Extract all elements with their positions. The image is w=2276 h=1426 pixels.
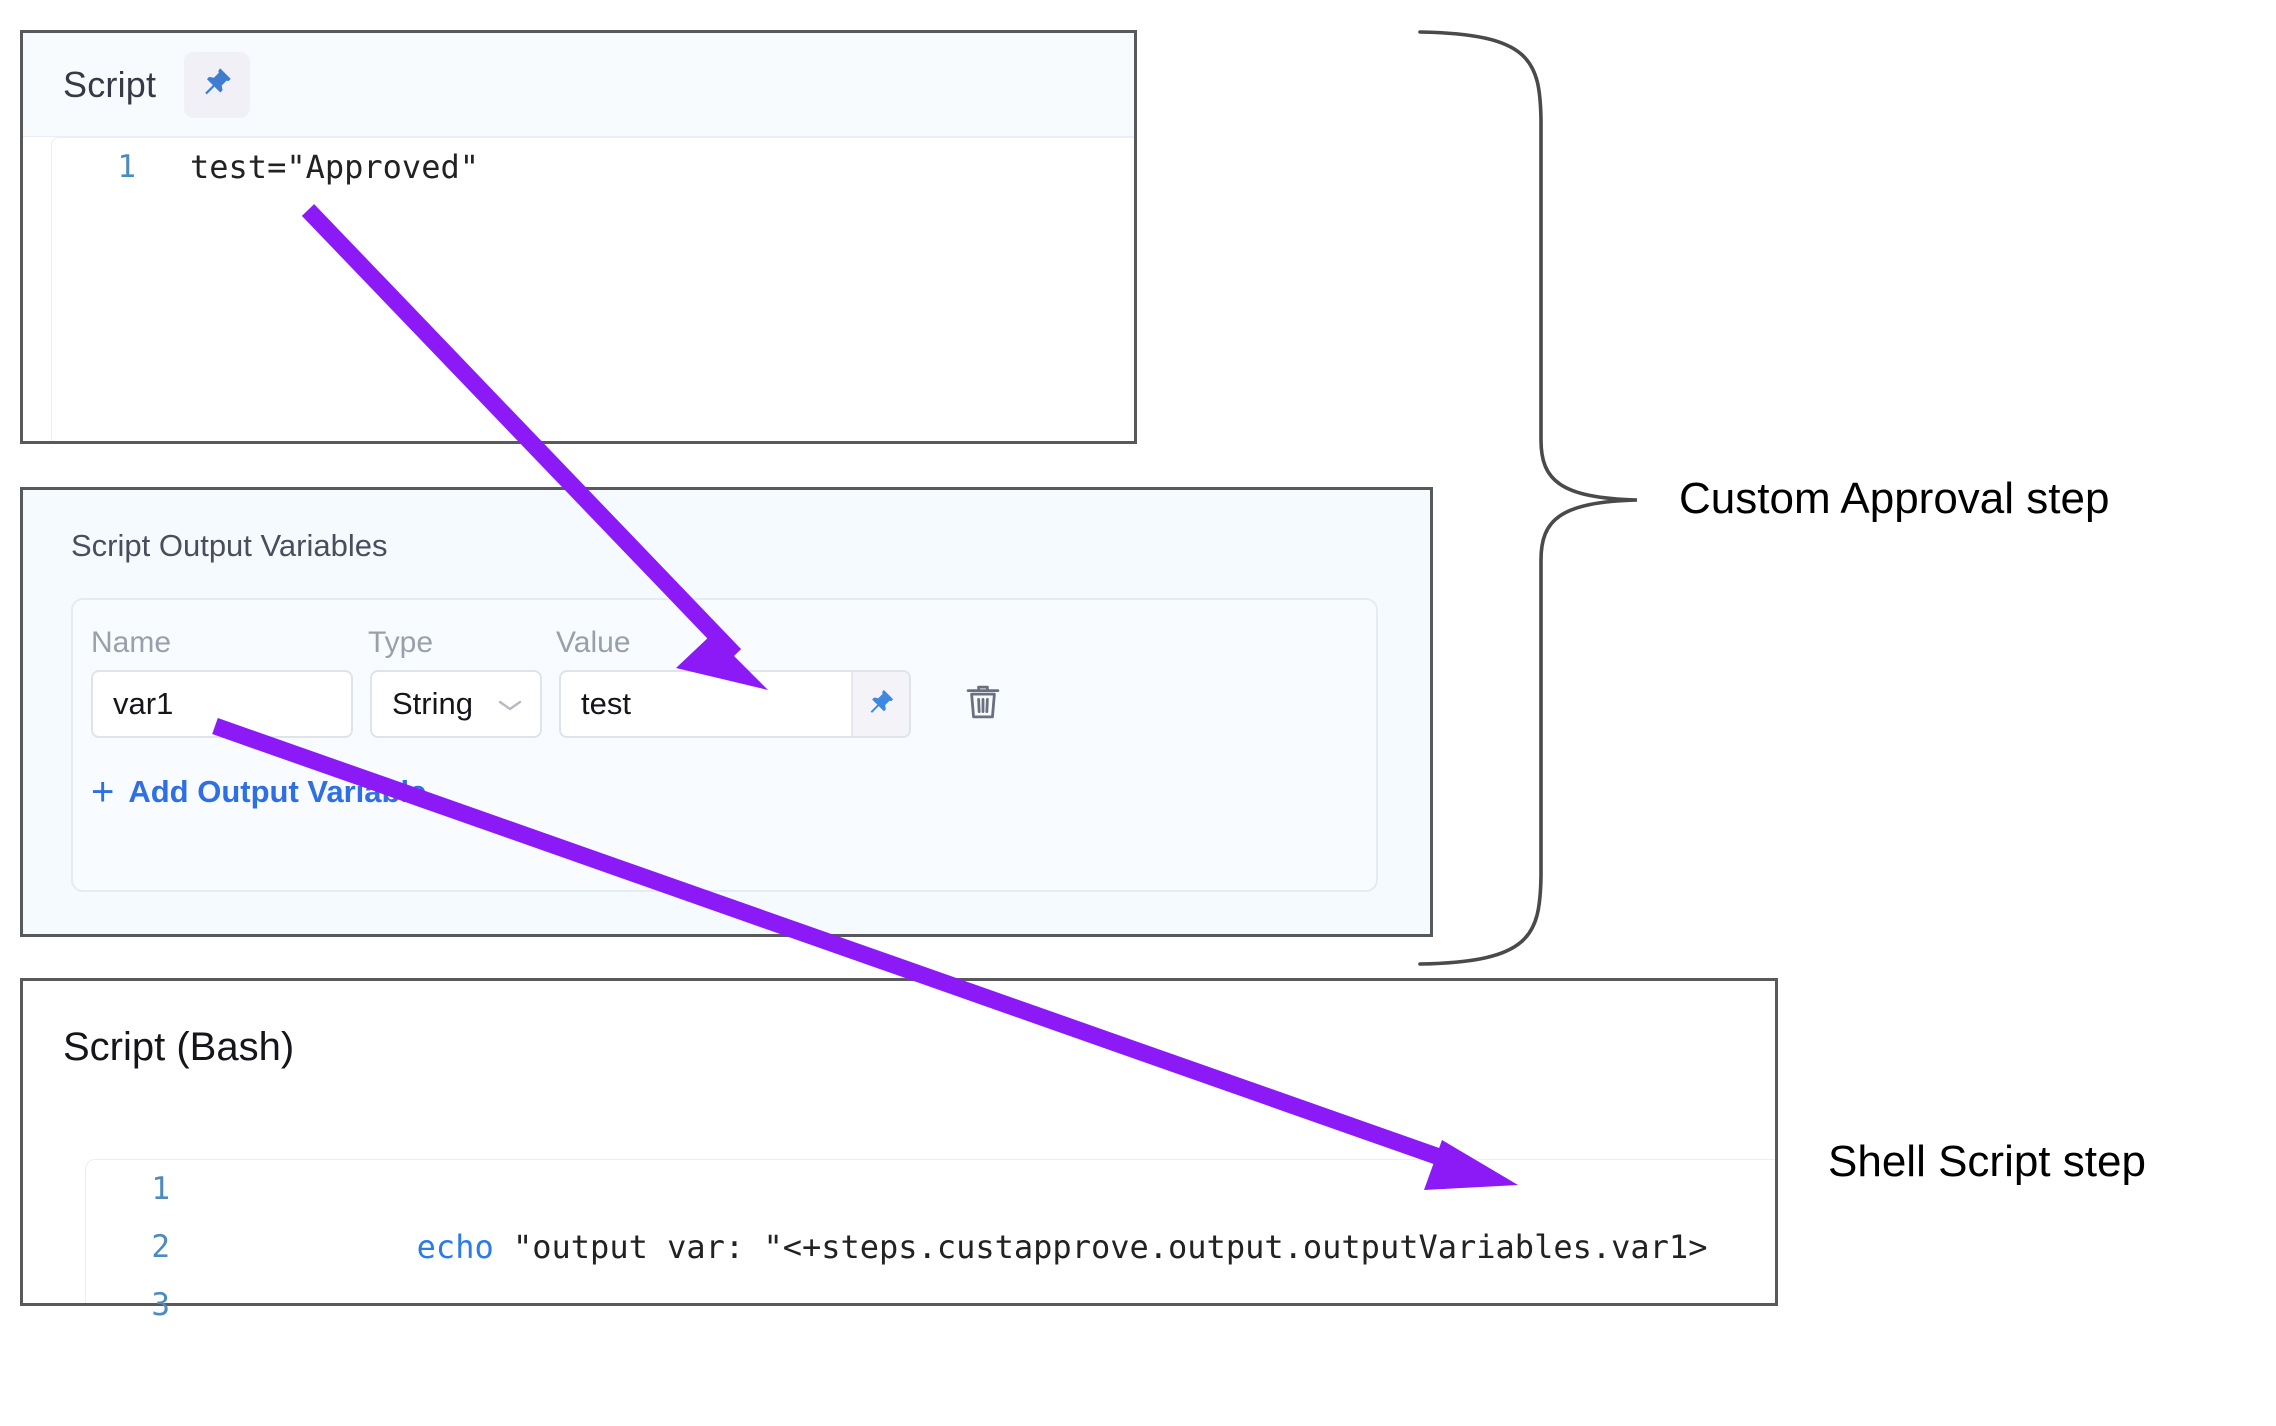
line-number: 1 [117, 149, 136, 185]
line-number: 1 [151, 1171, 170, 1207]
code-line-text: test="Approved" [190, 148, 479, 186]
variable-type-value: String [392, 686, 473, 721]
pin-icon [866, 687, 896, 722]
delete-variable-button[interactable] [957, 675, 1009, 733]
column-header-name: Name [91, 626, 172, 659]
output-variable-row: var1 String test [73, 660, 1376, 738]
custom-approval-brace [1418, 30, 1638, 966]
bash-panel-title: Script (Bash) [63, 1025, 295, 1069]
script-code-editor[interactable]: 1 test="Approved" [51, 137, 1134, 441]
variable-value-input[interactable]: test [581, 686, 631, 721]
variable-value-field[interactable]: test [559, 670, 911, 738]
script-panel-title: Script [63, 63, 157, 105]
code-line-text: echo "output var: "<+steps.custapprove.o… [170, 1160, 1708, 1334]
add-output-variable-button[interactable]: + Add Output Variable [73, 738, 1376, 812]
line-number: 3 [151, 1287, 170, 1323]
value-pin-icon-button[interactable] [851, 672, 909, 736]
code-line: 3 [86, 1276, 1775, 1334]
chevron-down-icon [496, 691, 524, 717]
bash-code-rest: "output var: "<+steps.custapprove.output… [493, 1228, 1708, 1266]
script-panel: Script 1 test="Approved" [20, 30, 1137, 444]
script-panel-header: Script [23, 33, 1134, 137]
script-output-variables-panel: Script Output Variables Name Type Value … [20, 487, 1433, 937]
output-variables-column-headers: Name Type Value [73, 600, 1376, 660]
annotation-shell-script-step: Shell Script step [1828, 1137, 2146, 1186]
code-line: 1 echo "output var: "<+steps.custapprove… [86, 1160, 1775, 1266]
code-line: 1 test="Approved" [52, 138, 1134, 196]
bash-code-editor[interactable]: 1 echo "output var: "<+steps.custapprove… [85, 1159, 1775, 1323]
plus-icon: + [91, 770, 115, 814]
variable-type-select[interactable]: String [370, 670, 542, 738]
column-header-value: Value [556, 626, 631, 659]
column-header-type: Type [368, 626, 434, 659]
line-number: 2 [151, 1229, 170, 1265]
bash-script-panel: Script (Bash) 1 echo "output var: "<+ste… [20, 978, 1778, 1323]
output-variables-card: Name Type Value var1 String test [71, 598, 1378, 892]
bash-keyword: echo [416, 1228, 494, 1266]
pin-icon-button[interactable] [184, 51, 251, 118]
script-code-area[interactable]: 1 test="Approved" [23, 137, 1134, 441]
variable-name-input[interactable]: var1 [91, 670, 353, 738]
script-output-variables-title: Script Output Variables [71, 528, 388, 563]
code-line: 2 [86, 1218, 1775, 1276]
add-output-variable-label: Add Output Variable [128, 774, 427, 809]
pin-icon [200, 65, 234, 104]
annotation-custom-approval-step: Custom Approval step [1679, 474, 2110, 523]
trash-icon [962, 679, 1004, 730]
